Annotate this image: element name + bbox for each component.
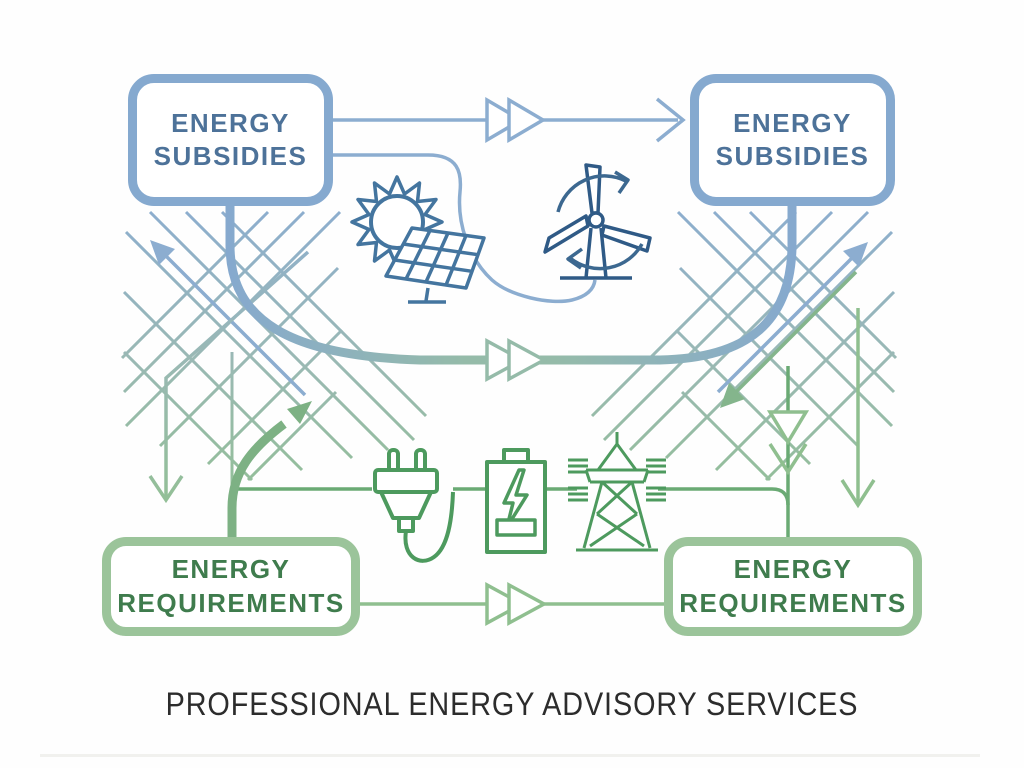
left-down-arrow bbox=[148, 250, 310, 504]
left-up-arrow bbox=[150, 240, 307, 397]
box-label-line: SUBSIDIES bbox=[153, 141, 308, 171]
right-up-arrow bbox=[716, 242, 868, 394]
turbine-cable-line bbox=[333, 153, 597, 304]
energy-requirements-box-left: ENERGY REQUIREMENTS bbox=[102, 537, 360, 636]
wind-turbine-icon bbox=[543, 163, 652, 280]
box-label-line: ENERGY bbox=[733, 554, 853, 585]
left-arrow-lattice bbox=[120, 210, 428, 490]
top-flow-arrow bbox=[333, 96, 686, 144]
box-label-line: ENERGY bbox=[171, 554, 291, 585]
right-long-down-arrow bbox=[840, 308, 876, 509]
power-plug-icon bbox=[373, 448, 455, 563]
box-label-line: REQUIREMENTS bbox=[117, 587, 345, 618]
box-label-line: REQUIREMENTS bbox=[679, 587, 907, 618]
right-diagonal-down-arrow bbox=[720, 270, 858, 408]
energy-subsidies-box-right: ENERGY SUBSIDIES bbox=[690, 74, 895, 206]
bottom-flow-arrow bbox=[360, 582, 664, 626]
box-label-line: ENERGY bbox=[733, 107, 852, 138]
solar-panel-icon bbox=[384, 226, 486, 304]
thick-flow-curve bbox=[225, 205, 797, 382]
box-label-line: ENERGY bbox=[171, 107, 290, 138]
right-double-chevron-down bbox=[766, 410, 810, 476]
green-curved-arrow bbox=[227, 396, 318, 537]
energy-subsidies-box-left: ENERGY SUBSIDIES bbox=[128, 74, 333, 206]
energy-requirements-box-right: ENERGY REQUIREMENTS bbox=[664, 537, 922, 636]
transmission-tower-icon bbox=[568, 432, 666, 552]
bottom-edge-artifact bbox=[40, 754, 980, 757]
box-label-line: SUBSIDIES bbox=[715, 141, 870, 171]
battery-icon bbox=[485, 448, 547, 554]
diagram-title: PROFESSIONAL ENERGY ADVISORY SERVICES bbox=[165, 686, 859, 722]
